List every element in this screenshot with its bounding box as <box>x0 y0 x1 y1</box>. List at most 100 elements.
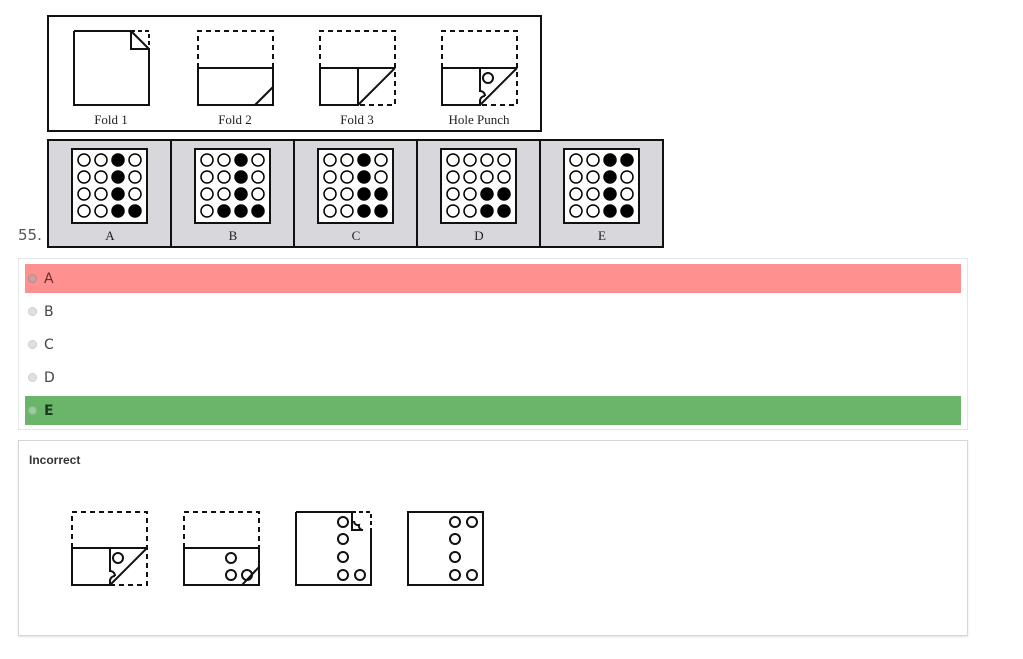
filled-hole <box>603 187 617 201</box>
radio-button[interactable] <box>28 274 37 283</box>
fold-2-label: Fold 2 <box>218 112 252 127</box>
empty-hole <box>77 204 91 218</box>
empty-hole <box>77 187 91 201</box>
figure-option-b: B <box>170 139 295 248</box>
answer-choice-a[interactable]: A <box>25 264 961 293</box>
unfold-step-3 <box>295 511 372 586</box>
filled-hole <box>374 187 388 201</box>
empty-hole <box>128 170 142 184</box>
empty-hole <box>463 170 477 184</box>
empty-hole <box>217 187 231 201</box>
hole-punch-label: Hole Punch <box>448 112 510 127</box>
filled-hole <box>234 187 248 201</box>
filled-hole <box>111 204 125 218</box>
empty-hole <box>94 170 108 184</box>
empty-hole <box>340 153 354 167</box>
filled-hole <box>357 187 371 201</box>
empty-hole <box>323 204 337 218</box>
fold-1-diagram <box>73 30 150 106</box>
filled-hole <box>620 153 634 167</box>
option-label: C <box>352 228 361 243</box>
filled-hole <box>603 153 617 167</box>
empty-hole <box>497 170 511 184</box>
empty-hole <box>480 170 494 184</box>
filled-hole <box>128 204 142 218</box>
radio-button[interactable] <box>28 307 37 316</box>
empty-hole <box>586 153 600 167</box>
answer-label: E <box>44 402 54 419</box>
empty-hole <box>323 170 337 184</box>
filled-hole <box>603 170 617 184</box>
filled-hole <box>217 204 231 218</box>
radio-button[interactable] <box>28 406 37 415</box>
figure-option-a: A <box>47 139 172 248</box>
empty-hole <box>620 170 634 184</box>
answer-label: C <box>44 336 54 353</box>
empty-hole <box>463 153 477 167</box>
figure-option-e: E <box>539 139 664 248</box>
empty-hole <box>374 153 388 167</box>
option-label: A <box>105 228 115 243</box>
empty-hole <box>463 187 477 201</box>
empty-hole <box>446 187 460 201</box>
empty-hole <box>446 204 460 218</box>
answer-choice-d[interactable]: D <box>25 363 961 392</box>
unfold-step-2 <box>183 511 260 586</box>
empty-hole <box>569 153 583 167</box>
fold-3-label: Fold 3 <box>340 112 374 127</box>
filled-hole <box>234 153 248 167</box>
empty-hole <box>586 187 600 201</box>
empty-hole <box>128 153 142 167</box>
filled-hole <box>497 204 511 218</box>
filled-hole <box>357 204 371 218</box>
answer-choice-b[interactable]: B <box>25 297 961 326</box>
empty-hole <box>620 187 634 201</box>
question-number: 55. <box>18 226 42 244</box>
answer-choices: A B C D E <box>18 258 968 430</box>
figure-option-d: D <box>416 139 541 248</box>
empty-hole <box>463 204 477 218</box>
radio-button[interactable] <box>28 340 37 349</box>
filled-hole <box>374 204 388 218</box>
filled-hole <box>603 204 617 218</box>
feedback-panel: Incorrect <box>18 440 968 636</box>
fold-3-diagram <box>319 30 396 106</box>
filled-hole <box>234 170 248 184</box>
empty-hole <box>251 153 265 167</box>
feedback-status: Incorrect <box>29 453 81 467</box>
answer-label: A <box>44 270 54 287</box>
folding-steps-figure: Fold 1 Fold 2 Fold 3 Hole Punch <box>47 15 542 132</box>
option-label: D <box>474 228 483 243</box>
answer-label: B <box>44 303 54 320</box>
filled-hole <box>111 170 125 184</box>
empty-hole <box>77 170 91 184</box>
fold-1-label: Fold 1 <box>94 112 128 127</box>
filled-hole <box>111 153 125 167</box>
empty-hole <box>569 204 583 218</box>
answer-choice-e[interactable]: E <box>25 396 961 425</box>
empty-hole <box>480 153 494 167</box>
filled-hole <box>357 153 371 167</box>
filled-hole <box>480 204 494 218</box>
filled-hole <box>497 187 511 201</box>
filled-hole <box>480 187 494 201</box>
figure-options: A B C D E <box>47 139 664 248</box>
radio-button[interactable] <box>28 373 37 382</box>
empty-hole <box>251 187 265 201</box>
empty-hole <box>200 204 214 218</box>
empty-hole <box>217 170 231 184</box>
empty-hole <box>128 187 142 201</box>
empty-hole <box>446 153 460 167</box>
hole-punch-diagram <box>441 30 518 106</box>
answer-choice-c[interactable]: C <box>25 330 961 359</box>
empty-hole <box>94 153 108 167</box>
empty-hole <box>340 187 354 201</box>
empty-hole <box>200 170 214 184</box>
empty-hole <box>94 187 108 201</box>
empty-hole <box>77 153 91 167</box>
filled-hole <box>111 187 125 201</box>
filled-hole <box>620 204 634 218</box>
empty-hole <box>94 204 108 218</box>
fold-2-diagram <box>197 30 274 106</box>
empty-hole <box>323 153 337 167</box>
